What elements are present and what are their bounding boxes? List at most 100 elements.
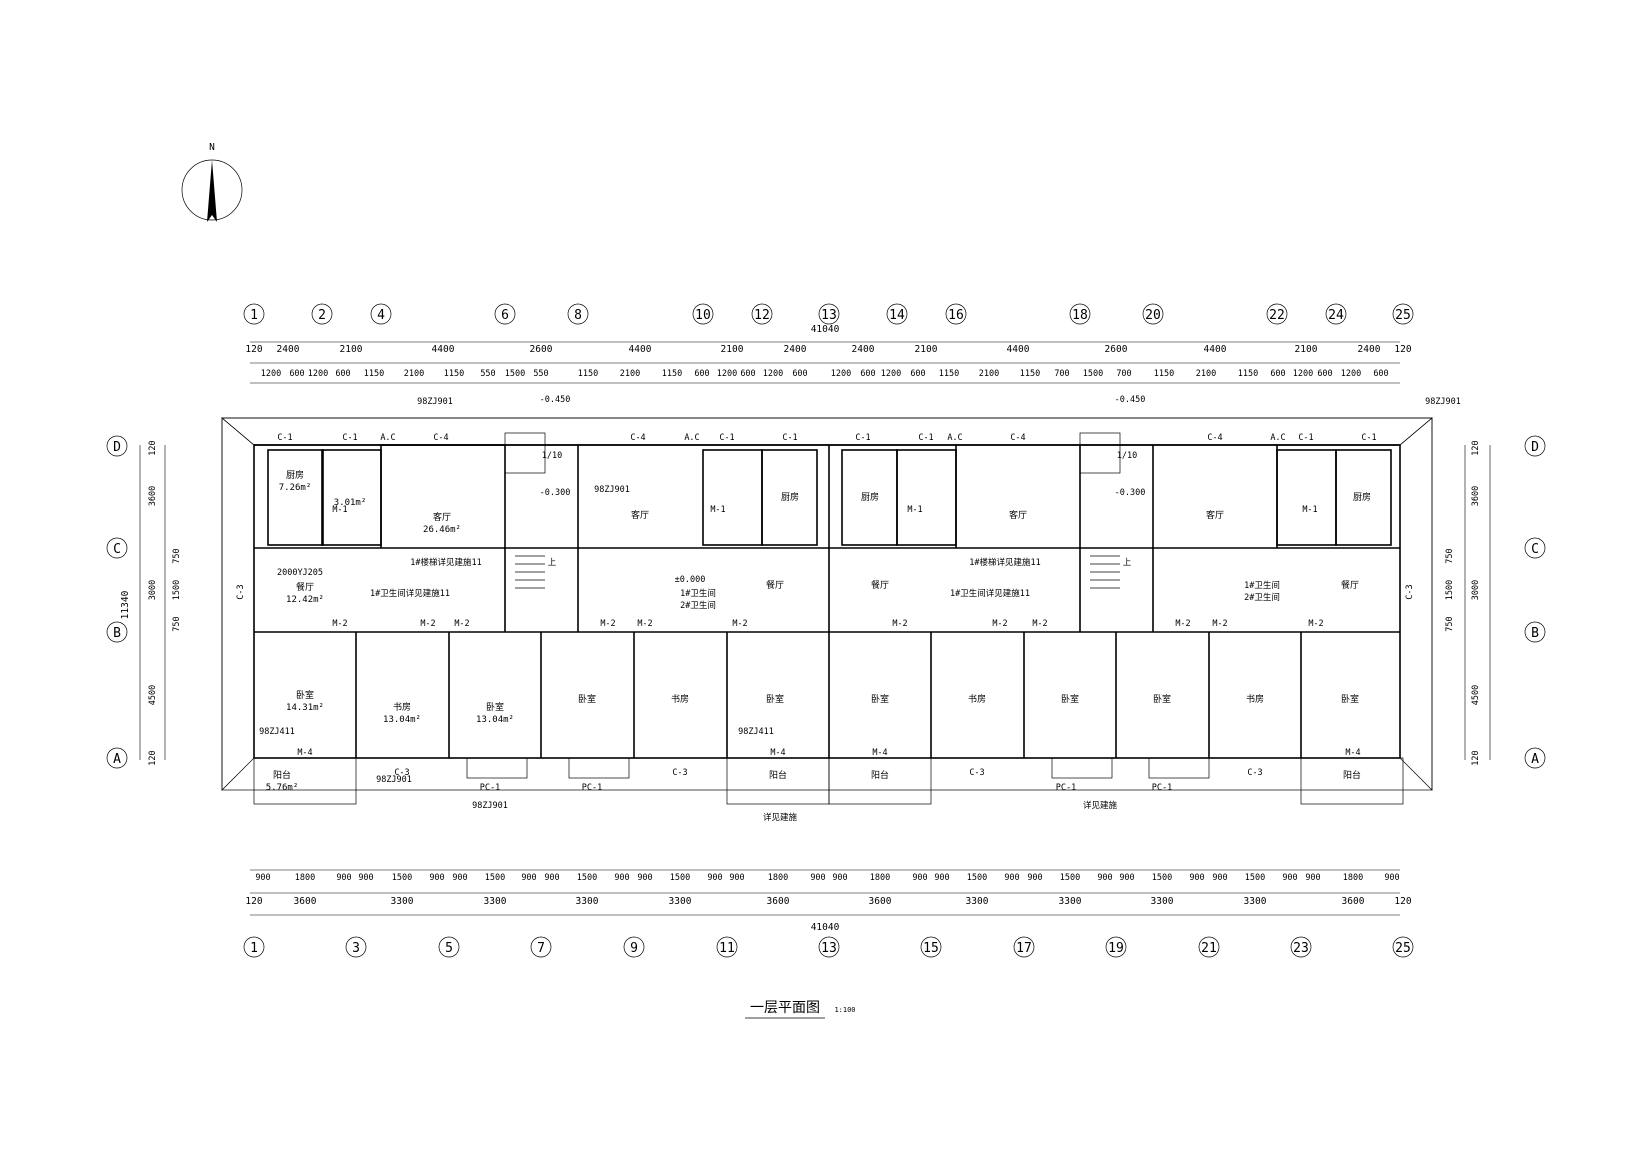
dim-text: 1500 (670, 873, 690, 883)
dim-text: 700 (1116, 369, 1131, 379)
door-tag: M-2 (992, 619, 1007, 629)
dim-text: 2100 (1196, 369, 1216, 379)
window-tag: C-1 (342, 433, 357, 443)
dim-text: 3300 (484, 896, 507, 907)
ref-tag: 98ZJ901 (376, 775, 412, 785)
dim-text: 3300 (391, 896, 414, 907)
axis-top-20: 20 (1145, 308, 1161, 323)
total-length-bottom: 41040 (811, 922, 840, 933)
dim-text: 900 (521, 873, 536, 883)
dim-text: 1200 (261, 369, 281, 379)
door-tag: M-1 (1302, 505, 1317, 515)
window-tag: C-3 (969, 768, 984, 778)
note-tag: 1#卫生间 (680, 588, 716, 599)
slope-tag: 1/10 (1117, 451, 1137, 461)
dim-text: 3300 (1059, 896, 1082, 907)
axis-bottom-23: 23 (1293, 941, 1309, 956)
ref-tag: 98ZJ411 (259, 727, 295, 737)
dim-text: 550 (480, 369, 495, 379)
axis-left-D: D (113, 440, 121, 455)
dim-text: 2100 (1295, 344, 1318, 355)
axis-right-B: B (1531, 626, 1539, 641)
ref-tag: 98ZJ901 (1425, 397, 1461, 407)
dim-text: 900 (912, 873, 927, 883)
window-tag: C-3 (1405, 584, 1415, 599)
room-kitchen-name: 厨房 (286, 469, 304, 481)
dim-text: 750 (1445, 616, 1455, 631)
dim-text: 900 (1384, 873, 1399, 883)
ac-tag: A.C (380, 433, 395, 443)
room-bedroom2-name: 卧室 (486, 701, 504, 713)
drawing-scale: 1:100 (834, 1006, 855, 1014)
dim-text: 4400 (629, 344, 652, 355)
door-tag: M-2 (1212, 619, 1227, 629)
dim-text: 2600 (530, 344, 553, 355)
dim-text: 3600 (294, 896, 317, 907)
dim-text: 1500 (1152, 873, 1172, 883)
dim-text: 600 (740, 369, 755, 379)
room-study-area: 13.04m² (383, 715, 421, 725)
window-tag: C-1 (1361, 433, 1376, 443)
building-outline (221, 417, 1433, 791)
elevation-tag: ±0.000 (675, 575, 706, 585)
dim-text: 1200 (831, 369, 851, 379)
ac-tag: A.C (684, 433, 699, 443)
dim-text: 1500 (967, 873, 987, 883)
dim-text: 120 (1394, 344, 1411, 355)
axis-right-C: C (1531, 542, 1539, 557)
dim-text: 1150 (1238, 369, 1258, 379)
dim-text: 1150 (444, 369, 464, 379)
dim-text: 900 (452, 873, 467, 883)
window-tag: PC-1 (480, 783, 500, 793)
dim-text: 1500 (505, 369, 525, 379)
room-kitchen-d: 厨房 (1353, 491, 1371, 503)
dim-text: 4400 (1204, 344, 1227, 355)
dim-text: 900 (1305, 873, 1320, 883)
dim-text: 600 (1270, 369, 1285, 379)
axis-top-18: 18 (1072, 308, 1088, 323)
dim-text: 2100 (620, 369, 640, 379)
door-tag: M-2 (600, 619, 615, 629)
dim-text: 120 (1471, 440, 1481, 455)
room-bedroom-c: 卧室 (871, 693, 889, 705)
window-tag: C-1 (855, 433, 870, 443)
room-kitchen-c: 厨房 (861, 491, 879, 503)
window-tag: C-4 (433, 433, 448, 443)
window-tag: C-1 (719, 433, 734, 443)
elevation-tag: -0.300 (540, 488, 571, 498)
dim-text: 700 (1054, 369, 1069, 379)
dim-text: 2400 (277, 344, 300, 355)
axis-bottom-5: 5 (445, 941, 453, 956)
dim-text: 4500 (1471, 685, 1481, 705)
door-tag: M-1 (710, 505, 725, 515)
drawing-title: 一层平面图 (750, 1000, 820, 1016)
dim-text: 900 (832, 873, 847, 883)
dim-text: 3000 (1471, 580, 1481, 600)
room-balcony-d: 阳台 (1343, 769, 1361, 781)
axis-top-24: 24 (1328, 308, 1344, 323)
dim-text: 1200 (881, 369, 901, 379)
dim-text: 600 (792, 369, 807, 379)
room-wc-area: 3.01m² (334, 498, 367, 508)
ref-tag: 98ZJ901 (417, 397, 453, 407)
dim-text: 600 (289, 369, 304, 379)
dim-text: 1500 (1060, 873, 1080, 883)
axis-right-D: D (1531, 440, 1539, 455)
dim-text: 2400 (784, 344, 807, 355)
door-tag: M-2 (420, 619, 435, 629)
door-tag: M-2 (732, 619, 747, 629)
dim-text: 600 (1373, 369, 1388, 379)
axis-top-1: 1 (250, 308, 258, 323)
note-tag: 2#卫生间 (1244, 592, 1280, 603)
dim-text: 3000 (148, 580, 158, 600)
axis-top-10: 10 (695, 308, 711, 323)
dim-text: 900 (358, 873, 373, 883)
ref-tag: 2000YJ205 (277, 568, 323, 578)
dim-text: 1150 (939, 369, 959, 379)
ref-tag: 98ZJ901 (594, 485, 630, 495)
bottom-dimensions-row1: 900 1800 900 900 1500 900 900 1500 900 9… (255, 873, 1399, 883)
dim-text: 2100 (404, 369, 424, 379)
dim-text: 900 (934, 873, 949, 883)
ref-tag: 98ZJ411 (738, 727, 774, 737)
dim-text: 3300 (966, 896, 989, 907)
